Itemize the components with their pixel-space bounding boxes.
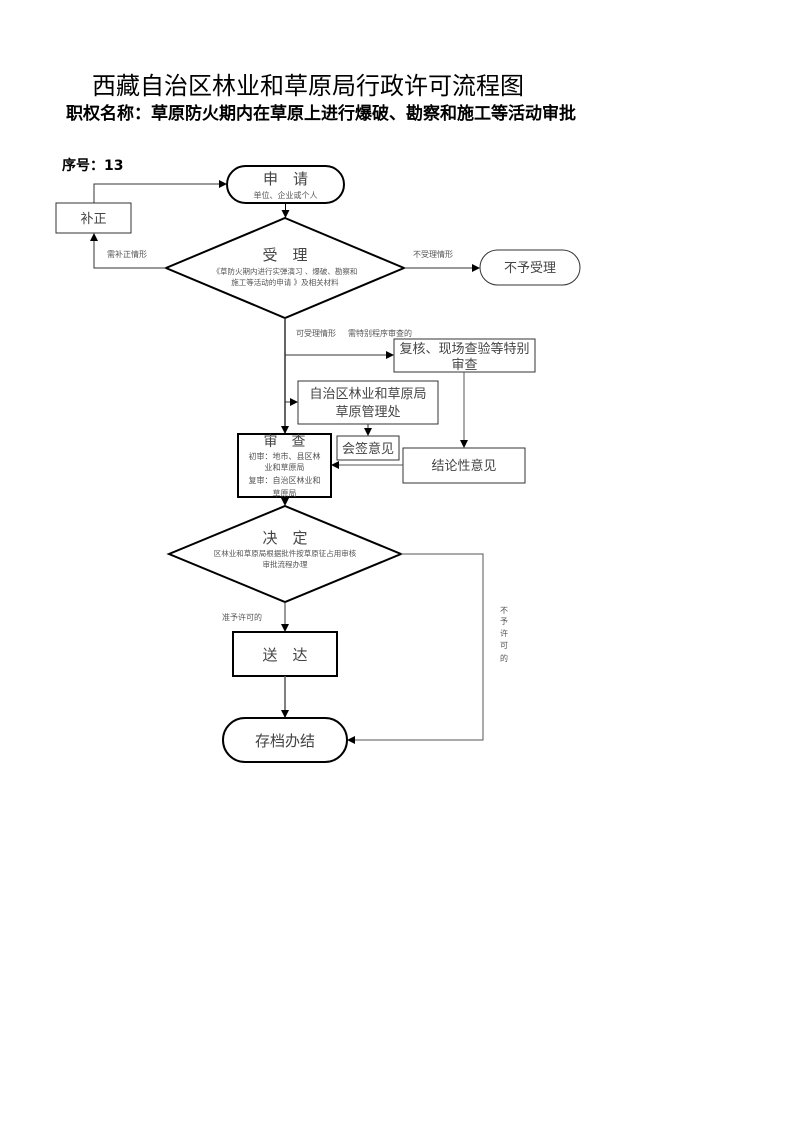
node-decision: 决 定 区林业和草原局根据批件按草原征占用审核 审批流程办理 (166, 504, 404, 604)
label-need-correction: 需补正情形 (107, 249, 147, 259)
special-review-line1: 复核、现场查验等特别 (399, 341, 529, 357)
label-not-approved-char: 可 (500, 641, 508, 650)
label-not-approved-char: 许 (500, 628, 508, 638)
review-line3: 复审：自治区林业和 (249, 475, 321, 485)
review-line1: 初审：地市、县区林 (249, 451, 321, 461)
node-review: 审 查 初审：地市、县区林 业和草原局 复审：自治区林业和 草原局 (237, 433, 332, 498)
correct-title: 补正 (80, 212, 106, 227)
countersign-title: 会签意见 (342, 441, 394, 457)
apply-title: 申 请 (263, 170, 308, 188)
decision-title: 决 定 (262, 529, 307, 547)
edge-correct-to-apply (93, 180, 227, 203)
review-line4: 草原局 (273, 488, 297, 498)
page-title: 西藏自治区林业和草原局行政许可流程图 (92, 72, 524, 100)
grassland-office-line2: 草原管理处 (335, 405, 400, 420)
review-line2: 业和草原局 (265, 462, 305, 472)
decision-sub-line2: 审批流程办理 (263, 559, 308, 569)
archive-title: 存档办结 (255, 732, 315, 750)
deliver-title: 送 达 (262, 646, 307, 664)
label-not-approved: 不 予 许 可 的 (500, 606, 508, 663)
label-not-approved-char: 予 (500, 617, 508, 626)
accept-title: 受 理 (262, 246, 307, 264)
label-not-accepted: 不受理情形 (413, 249, 453, 259)
accept-sub-line2: 施工等活动的申请 》及相关材料 (231, 277, 339, 287)
label-approved: 准予许可的 (222, 612, 262, 622)
authority-name: 职权名称：草原防火期内在草原上进行爆破、勘察和施工等活动审批 (66, 104, 576, 124)
conclusion-title: 结论性意见 (431, 458, 496, 474)
label-accepted: 可受理情形 (296, 328, 336, 338)
serial-number: 序号：13 (62, 158, 124, 174)
reject-title: 不予受理 (504, 261, 556, 276)
node-grassland-office: 自治区林业和草原局 草原管理处 (297, 380, 439, 425)
label-special-procedure: 需特别程序审查的 (348, 328, 412, 338)
node-correct: 补正 (55, 202, 132, 234)
node-deliver: 送 达 (232, 631, 338, 677)
node-countersign: 会签意见 (336, 435, 400, 461)
node-archive: 存档办结 (222, 717, 348, 763)
grassland-office-line1: 自治区林业和草原局 (309, 387, 426, 402)
node-conclusion: 结论性意见 (402, 447, 526, 484)
edge-accept-to-correct (90, 233, 166, 269)
label-not-approved-char: 的 (500, 653, 508, 663)
special-review-line2: 审查 (451, 358, 477, 373)
node-reject: 不予受理 (479, 249, 581, 286)
accept-sub-line1: 《草防火期内进行实弹演习 、爆破、勘察和 (213, 266, 358, 276)
label-not-approved-char: 不 (500, 606, 508, 615)
apply-subtitle: 单位、企业或个人 (254, 190, 318, 200)
edge-decision-to-archive (347, 553, 484, 744)
node-apply: 申 请 单位、企业或个人 (226, 165, 345, 204)
node-special-review: 复核、现场查验等特别 审查 (393, 338, 536, 373)
review-title: 审 查 (264, 434, 306, 450)
decision-sub-line1: 区林业和草原局根据批件按草原征占用审核 (214, 548, 357, 558)
node-accept: 受 理 《草防火期内进行实弹演习 、爆破、勘察和 施工等活动的申请 》及相关材料 (163, 216, 407, 320)
